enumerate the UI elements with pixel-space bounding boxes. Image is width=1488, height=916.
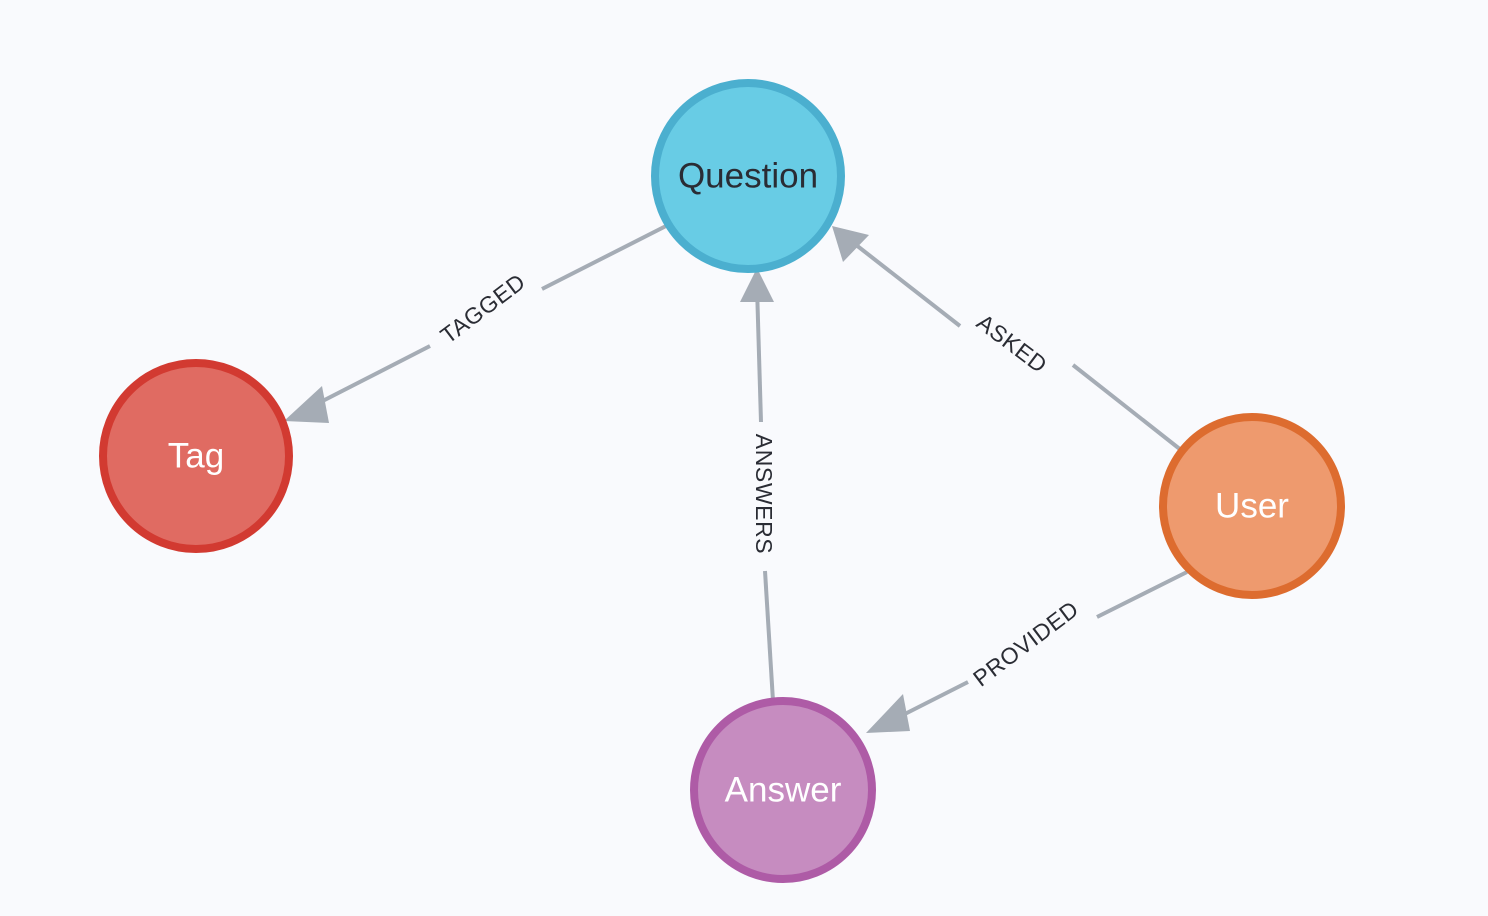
edge-provided-arrowhead [866,694,910,733]
edges-layer: TAGGED ASKED ANSWERS PROVIDED [284,224,1188,733]
edge-provided-line-b[interactable] [894,680,969,721]
node-user-circle[interactable] [1159,413,1345,599]
edge-tagged[interactable]: TAGGED [284,224,667,423]
edge-provided[interactable]: PROVIDED [866,570,1188,733]
edge-answers-line-b[interactable] [755,286,763,423]
edge-asked-line[interactable] [1071,363,1183,452]
node-tag-circle[interactable] [99,359,293,553]
edge-answers-arrowhead [740,268,774,302]
node-answer[interactable]: Answer [690,697,876,883]
edge-asked[interactable]: ASKED [832,226,1183,452]
edge-answers-line[interactable] [763,570,775,702]
node-answer-label: Answer [725,770,842,809]
node-tag[interactable]: Tag [99,359,293,553]
edge-tagged-label: TAGGED [435,268,530,348]
node-user[interactable]: User [1159,413,1345,599]
node-answer-circle[interactable] [690,697,876,883]
edge-asked-line-b[interactable] [849,239,962,328]
node-question[interactable]: Question [651,79,845,273]
edge-answers[interactable]: ANSWERS [740,268,780,702]
node-question-circle[interactable] [651,79,845,273]
edge-tagged-line-b[interactable] [306,344,431,411]
edge-provided-line[interactable] [1096,570,1188,619]
edge-asked-arrowhead [832,226,869,262]
nodes-layer: Question Tag User Answer [99,79,1345,883]
edge-provided-label: PROVIDED [968,595,1083,691]
edge-tagged-line[interactable] [541,224,667,291]
node-question-label: Question [678,156,818,195]
edge-answers-label: ANSWERS [751,434,777,555]
node-user-label: User [1215,486,1289,525]
edge-tagged-arrowhead [284,386,329,423]
edge-asked-label: ASKED [972,309,1052,379]
node-tag-label: Tag [168,436,224,475]
